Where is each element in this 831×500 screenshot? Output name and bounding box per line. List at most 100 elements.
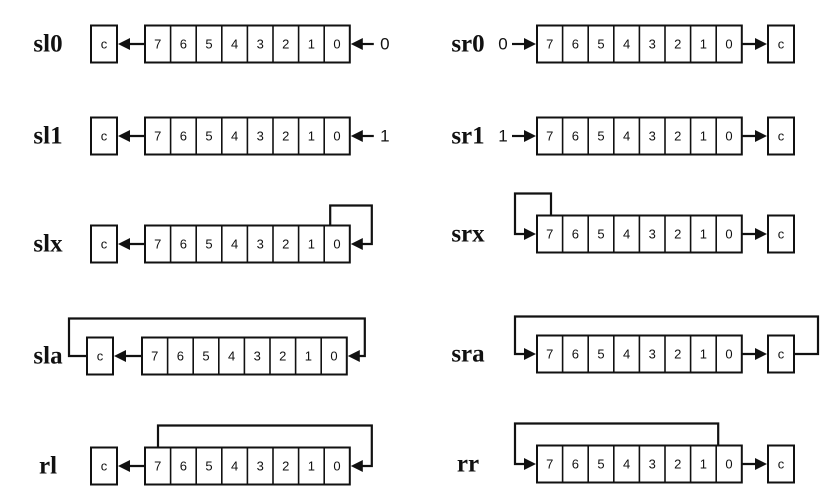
bit-cell-3: 3 [649, 227, 656, 242]
bit-cell-6: 6 [180, 37, 187, 52]
bit-cell-5: 5 [597, 347, 604, 362]
bit-cell-5: 5 [202, 349, 209, 364]
carry-flag-label: c [101, 237, 108, 252]
bit-cell-3: 3 [257, 37, 264, 52]
bit-cell-4: 4 [231, 37, 238, 52]
bit-cell-6: 6 [572, 37, 579, 52]
bit-cell-0: 0 [333, 37, 340, 52]
arrowhead-icon [755, 458, 767, 470]
shift-in-value: 0 [380, 35, 389, 54]
bit-cell-2: 2 [674, 227, 681, 242]
carry-flag-box [90, 24, 118, 64]
bit-cell-5: 5 [597, 129, 604, 144]
arrowhead-icon [347, 350, 360, 362]
bit-cell-1: 1 [308, 237, 315, 252]
carry-flag-label: c [778, 227, 785, 242]
bit-cell-7: 7 [151, 349, 158, 364]
bit-cell-6: 6 [572, 227, 579, 242]
arrowhead-icon [524, 228, 536, 240]
bit-cell-0: 0 [333, 459, 340, 474]
feedback-wire [67, 317, 366, 358]
bit-cell-3: 3 [257, 459, 264, 474]
carry-flag-box [90, 224, 118, 264]
bit-cell-0: 0 [725, 457, 732, 472]
bit-cell-3: 3 [257, 237, 264, 252]
bit-cell-2: 2 [674, 457, 681, 472]
bit-cell-1: 1 [308, 129, 315, 144]
bit-cell-7: 7 [546, 129, 553, 144]
bit-cell-2: 2 [674, 347, 681, 362]
bit-cell-6: 6 [180, 237, 187, 252]
arrowhead-icon [350, 130, 363, 142]
bit-cell-3: 3 [649, 457, 656, 472]
bit-cell-4: 4 [231, 237, 238, 252]
bit-cell-7: 7 [546, 457, 553, 472]
arrowhead-icon [755, 348, 767, 360]
arrowhead-icon [118, 38, 130, 50]
bit-cell-6: 6 [572, 457, 579, 472]
bit-cell-0: 0 [333, 237, 340, 252]
feedback-wire [329, 204, 373, 246]
bit-cell-2: 2 [674, 129, 681, 144]
bit-cell-5: 5 [597, 457, 604, 472]
operation-label: sra [451, 341, 485, 368]
bit-cell-7: 7 [546, 37, 553, 52]
arrowhead-icon [755, 38, 767, 50]
bit-cell-3: 3 [649, 37, 656, 52]
carry-flag-label: c [778, 457, 785, 472]
carry-flag-box [86, 336, 114, 376]
arrowhead-icon [350, 460, 363, 472]
bit-cell-1: 1 [700, 227, 707, 242]
bit-cell-5: 5 [205, 237, 212, 252]
bit-cell-5: 5 [597, 37, 604, 52]
bit-cell-6: 6 [180, 129, 187, 144]
bit-cell-5: 5 [205, 459, 212, 474]
operation-label: sl1 [33, 123, 62, 150]
carry-flag-box [767, 214, 795, 254]
bit-cell-4: 4 [623, 347, 630, 362]
bit-cell-1: 1 [700, 129, 707, 144]
arrowhead-icon [524, 38, 536, 50]
carry-flag-box [90, 446, 118, 486]
arrowhead-icon [118, 130, 130, 142]
feedback-wire [513, 315, 820, 356]
bit-cell-1: 1 [308, 37, 315, 52]
bit-cell-4: 4 [623, 37, 630, 52]
bit-cell-2: 2 [282, 459, 289, 474]
carry-flag-label: c [778, 347, 785, 362]
bit-cell-6: 6 [572, 347, 579, 362]
feedback-wire [156, 424, 373, 468]
bit-cell-0: 0 [725, 129, 732, 144]
operation-label: srx [451, 221, 485, 248]
bit-cell-4: 4 [623, 457, 630, 472]
bit-cell-3: 3 [257, 129, 264, 144]
bit-cell-4: 4 [623, 129, 630, 144]
operation-label: sr1 [451, 123, 484, 150]
bit-cell-0: 0 [725, 227, 732, 242]
bit-cell-4: 4 [231, 459, 238, 474]
arrowhead-icon [350, 238, 363, 250]
bit-cell-0: 0 [725, 37, 732, 52]
bit-cell-3: 3 [649, 347, 656, 362]
operation-label: rl [39, 453, 57, 480]
operation-label: slx [33, 231, 63, 258]
bit-cell-6: 6 [572, 129, 579, 144]
carry-flag-box [767, 116, 795, 156]
operation-label: rr [457, 451, 479, 478]
bit-cell-4: 4 [623, 227, 630, 242]
feedback-wire [513, 422, 720, 466]
feedback-wire [513, 192, 553, 236]
carry-flag-label: c [778, 129, 785, 144]
bit-cell-2: 2 [282, 37, 289, 52]
bit-cell-7: 7 [546, 227, 553, 242]
shift-in-value: 1 [380, 127, 389, 146]
bit-cell-5: 5 [205, 129, 212, 144]
bit-cell-4: 4 [228, 349, 235, 364]
